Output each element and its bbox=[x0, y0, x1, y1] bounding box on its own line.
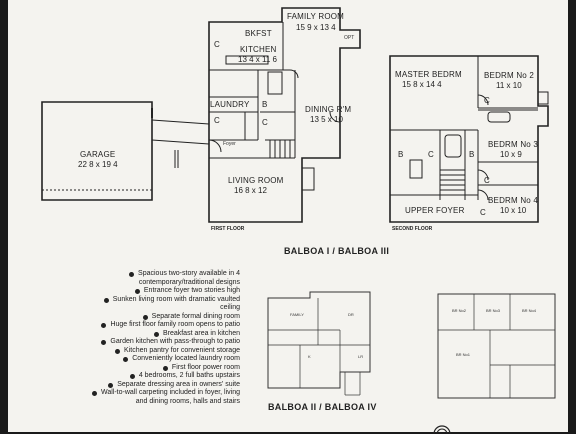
feature-text: Kitchen pantry for convenient storage bbox=[124, 346, 240, 354]
bedroom-3-label: BEDRM No 3 bbox=[488, 140, 539, 149]
mini-br3-label: BR No3 bbox=[486, 308, 501, 313]
bedroom-3-size: 10 x 9 bbox=[500, 150, 522, 159]
master-bedroom-label: MASTER BEDRM bbox=[395, 70, 462, 79]
bullet-icon bbox=[101, 340, 107, 345]
mini-dr-label: DR bbox=[348, 312, 354, 317]
first-floor-outline bbox=[208, 7, 361, 223]
bullet-icon bbox=[129, 272, 135, 277]
feature-text: First floor power room bbox=[171, 363, 240, 371]
feature-text: Spacious two-story available in 4 bbox=[138, 270, 240, 277]
feature-text: Garden kitchen with pass-through to pati… bbox=[110, 338, 240, 345]
master-bedroom-size: 15 8 x 14 4 bbox=[402, 80, 442, 89]
feature-text: Breakfast area in kitchen bbox=[162, 329, 240, 337]
feature-text: Separate dressing area in owners' suite bbox=[117, 380, 240, 388]
bedroom-2-size: 11 x 10 bbox=[496, 81, 522, 90]
feature-item: Huge first floor family room opens to pa… bbox=[92, 321, 242, 330]
closet-mark: C bbox=[480, 208, 486, 217]
garage-outline bbox=[41, 101, 153, 201]
feature-item: Separate dressing area in owners' suite bbox=[92, 381, 242, 390]
garage-size: 22 8 x 19 4 bbox=[78, 160, 118, 169]
dining-room-size: 13 5 x 10 bbox=[310, 115, 343, 124]
caption-balboa-2-4: BALBOA II / BALBOA IV bbox=[268, 402, 377, 412]
caption-balboa-1-3: BALBOA I / BALBOA III bbox=[284, 246, 390, 256]
mini-br2-label: BR No2 bbox=[452, 308, 467, 313]
closet-mark: C bbox=[428, 150, 434, 159]
mini-plan-first bbox=[267, 291, 371, 389]
feature-item: and dining rooms, halls and stairs bbox=[92, 398, 242, 407]
mini-k-label: K bbox=[308, 354, 311, 359]
bath-mark: B bbox=[469, 150, 475, 159]
closet-mark: C bbox=[484, 176, 490, 185]
feature-item: Conveniently located laundry room bbox=[92, 355, 242, 364]
feature-text: Conveniently located laundry room bbox=[132, 355, 240, 362]
bullet-icon bbox=[153, 331, 159, 337]
bullet-icon bbox=[91, 391, 97, 396]
living-room-size: 16 8 x 12 bbox=[234, 186, 267, 195]
feature-item: Wall-to-wall carpeting included in foyer… bbox=[91, 389, 242, 398]
feature-item: Breakfast area in kitchen bbox=[92, 330, 242, 339]
feature-item: First floor power room bbox=[92, 364, 242, 373]
feature-text: Separate formal dining room bbox=[151, 312, 240, 320]
kitchen-label: KITCHEN bbox=[240, 45, 277, 54]
feature-item: Spacious two-story available in 4 bbox=[92, 270, 242, 279]
mini-plan-second bbox=[437, 293, 556, 399]
second-floor-outline bbox=[389, 55, 549, 223]
laundry-label: LAUNDRY bbox=[210, 100, 250, 109]
feature-item: contemporary/traditional designs bbox=[92, 279, 242, 288]
feature-item: Kitchen pantry for convenient storage bbox=[92, 347, 242, 356]
feature-text: and dining rooms, halls and stairs bbox=[135, 397, 240, 405]
second-floor-label: SECOND FLOOR bbox=[392, 226, 433, 232]
feature-text: Wall-to-wall carpeting included in foyer… bbox=[100, 389, 240, 396]
feature-text: Sunken living room with dramatic vaulted… bbox=[112, 295, 240, 312]
bullet-icon bbox=[115, 348, 121, 354]
feature-text: Entrance foyer two stories high bbox=[143, 287, 240, 294]
bullet-icon bbox=[123, 357, 129, 362]
mini-family-label: FAMILY bbox=[290, 312, 304, 317]
dining-room-label: DINING R'M bbox=[305, 105, 352, 114]
mini-br1-label: BR No1 bbox=[456, 352, 471, 357]
living-room-label: LIVING ROOM bbox=[228, 176, 284, 185]
feature-item: Entrance foyer two stories high bbox=[92, 287, 242, 296]
family-room-size: 15 9 x 13 4 bbox=[296, 23, 336, 32]
feature-item: 4 bedrooms, 2 full baths upstairs bbox=[92, 372, 242, 381]
bullet-icon bbox=[103, 297, 109, 303]
closet-mark: C bbox=[214, 40, 220, 49]
brochure-page bbox=[8, 0, 568, 432]
bedroom-2-label: BEDRM No 2 bbox=[484, 71, 535, 80]
bullet-icon bbox=[129, 374, 135, 379]
foyer-label: Foyer bbox=[223, 141, 236, 147]
bedroom-4-size: 10 x 10 bbox=[500, 206, 527, 215]
feature-item: Separate formal dining room bbox=[92, 313, 242, 322]
bedroom-4-label: BEDRM No 4 bbox=[488, 196, 539, 205]
first-floor-label: FIRST FLOOR bbox=[211, 226, 245, 232]
upper-foyer-label: UPPER FOYER bbox=[405, 206, 465, 215]
bullet-icon bbox=[162, 365, 168, 371]
feature-text: 4 bedrooms, 2 full baths upstairs bbox=[138, 372, 240, 379]
mini-br4-label: BR No4 bbox=[522, 308, 537, 313]
feature-text: Huge first floor family room opens to pa… bbox=[110, 321, 240, 328]
bkfst-label: BKFST bbox=[245, 29, 272, 38]
bullet-icon bbox=[108, 382, 114, 388]
bath-mark: B bbox=[262, 100, 268, 109]
garage-label: GARAGE bbox=[80, 150, 116, 159]
bullet-icon bbox=[101, 323, 107, 328]
kitchen-size: 13 4 x 11 6 bbox=[238, 55, 277, 64]
closet-mark: C bbox=[214, 116, 220, 125]
closet-mark: C bbox=[262, 118, 268, 127]
feature-item: Garden kitchen with pass-through to pati… bbox=[92, 338, 242, 347]
bullet-icon bbox=[142, 314, 148, 320]
opt-label: OPT bbox=[344, 35, 355, 41]
feature-item: Sunken living room with dramatic vaulted… bbox=[92, 296, 242, 313]
bath-mark: B bbox=[398, 150, 404, 159]
bullet-icon bbox=[134, 289, 140, 294]
feature-text: contemporary/traditional designs bbox=[138, 278, 240, 286]
closet-mark: C bbox=[484, 96, 490, 105]
family-room-label: FAMILY ROOM bbox=[287, 12, 345, 21]
mini-lr-label: LR bbox=[358, 354, 364, 359]
